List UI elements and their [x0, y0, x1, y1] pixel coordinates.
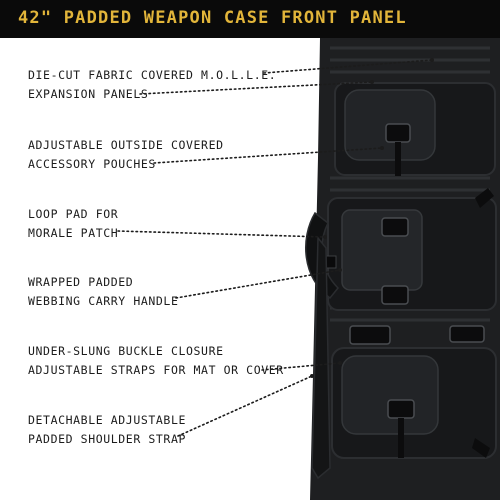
callout-morale-patch: LOOP PAD FOR MORALE PATCH: [28, 205, 118, 243]
weapon-case-illustration: [305, 38, 500, 500]
callout-molle-panels: DIE-CUT FABRIC COVERED M.O.L.L.E. EXPANS…: [28, 66, 276, 104]
callout-buckle-closure: UNDER-SLUNG BUCKLE CLOSURE ADJUSTABLE ST…: [28, 342, 284, 380]
title-banner: 42" PADDED WEAPON CASE FRONT PANEL: [0, 0, 500, 38]
callout-line: LOOP PAD FOR: [28, 207, 119, 221]
callout-line: DIE-CUT FABRIC COVERED M.O.L.L.E.: [28, 68, 277, 82]
bottom-pouch-flap: [341, 355, 439, 435]
callout-shoulder-strap: DETACHABLE ADJUSTABLE PADDED SHOULDER ST…: [28, 411, 186, 449]
callout-line: EXPANSION PANELS: [28, 87, 149, 101]
page-title: 42" PADDED WEAPON CASE FRONT PANEL: [18, 8, 407, 28]
callout-line: PADDED SHOULDER STRAP: [28, 432, 186, 446]
callout-line: WEBBING CARRY HANDLE: [28, 294, 179, 308]
callout-line: ACCESSORY POUCHES: [28, 157, 156, 171]
top-buckle: [385, 123, 411, 143]
callout-accessory-pouches: ADJUSTABLE OUTSIDE COVERED ACCESSORY POU…: [28, 136, 224, 174]
callout-line: ADJUSTABLE OUTSIDE COVERED: [28, 138, 224, 152]
callout-line: WRAPPED PADDED: [28, 275, 134, 289]
callout-line: DETACHABLE ADJUSTABLE: [28, 413, 186, 427]
weapon-case-image: [290, 38, 500, 500]
bottom-buckle: [387, 399, 415, 419]
callout-line: ADJUSTABLE STRAPS FOR MAT OR COVER: [28, 363, 284, 377]
callout-line: MORALE PATCH: [28, 226, 119, 240]
callout-carry-handle: WRAPPED PADDED WEBBING CARRY HANDLE: [28, 273, 178, 311]
middle-buckle: [381, 217, 409, 237]
middle-buckle-lower: [381, 285, 409, 305]
callout-line: UNDER-SLUNG BUCKLE CLOSURE: [28, 344, 224, 358]
